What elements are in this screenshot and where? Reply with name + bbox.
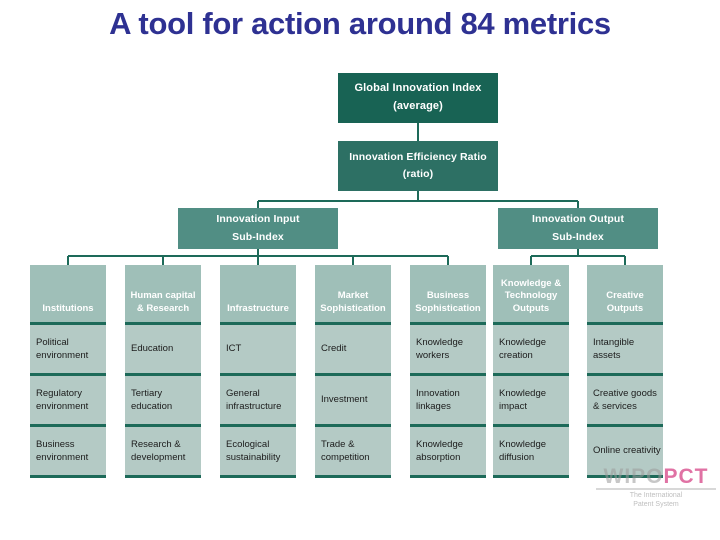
node-line-1: Innovation Output [531, 213, 625, 226]
sub-pillar-item[interactable]: Knowledge impact [493, 376, 569, 427]
sub-pillar-item[interactable]: Intangible assets [587, 325, 663, 376]
node-line-2: Sub-Index [552, 230, 604, 243]
sub-pillar-item[interactable]: ICT [220, 325, 296, 376]
pillar-column-knowledge-technology-outputs: Knowledge & Technology Outputs Knowledge… [493, 265, 569, 478]
node-global-innovation-index[interactable]: Global Innovation Index (average) [338, 73, 498, 123]
sub-pillar-item[interactable]: Investment [315, 376, 391, 427]
sub-pillar-item[interactable]: Tertiary education [125, 376, 201, 427]
pillar-column-business-sophistication: Business Sophistication Knowledge worker… [410, 265, 486, 478]
sub-pillar-item[interactable]: General infrastructure [220, 376, 296, 427]
pillar-header[interactable]: Business Sophistication [410, 265, 486, 325]
pillar-column-infrastructure: Infrastructure ICT General infrastructur… [220, 265, 296, 478]
node-line-2: (ratio) [402, 168, 434, 180]
sub-pillar-item[interactable]: Regulatory environment [30, 376, 106, 427]
pillar-header[interactable]: Creative Outputs [587, 265, 663, 325]
pillar-header[interactable]: Human capital & Research [125, 265, 201, 325]
sub-pillar-item[interactable]: Trade & competition [315, 427, 391, 478]
page-title: A tool for action around 84 metrics [109, 6, 611, 41]
sub-pillar-item[interactable]: Innovation linkages [410, 376, 486, 427]
sub-pillar-item[interactable]: Knowledge workers [410, 325, 486, 376]
pillar-column-human-capital-research: Human capital & Research Education Terti… [125, 265, 201, 478]
sub-pillar-item[interactable]: Ecological sustainability [220, 427, 296, 478]
sub-pillar-item[interactable]: Online creativity [587, 427, 663, 478]
pillar-header[interactable]: Institutions [30, 265, 106, 325]
sub-pillar-item[interactable]: Business environment [30, 427, 106, 478]
pillar-header[interactable]: Market Sophistication [315, 265, 391, 325]
pillar-header[interactable]: Infrastructure [220, 265, 296, 325]
node-line-2: Sub-Index [232, 230, 284, 243]
sub-pillar-item[interactable]: Knowledge absorption [410, 427, 486, 478]
pillar-column-market-sophistication: Market Sophistication Credit Investment … [315, 265, 391, 478]
node-line-1: Innovation Input [216, 213, 300, 226]
sub-pillar-item[interactable]: Research & development [125, 427, 201, 478]
node-innovation-efficiency-ratio[interactable]: Innovation Efficiency Ratio (ratio) [338, 141, 498, 191]
pillar-header[interactable]: Knowledge & Technology Outputs [493, 265, 569, 325]
sub-pillar-item[interactable]: Credit [315, 325, 391, 376]
node-line-1: Innovation Efficiency Ratio [349, 150, 487, 163]
pillar-column-creative-outputs: Creative Outputs Intangible assets Creat… [587, 265, 663, 478]
sub-pillar-item[interactable]: Knowledge diffusion [493, 427, 569, 478]
sub-pillar-item[interactable]: Knowledge creation [493, 325, 569, 376]
node-innovation-output-sub-index[interactable]: Innovation Output Sub-Index [498, 208, 658, 249]
node-line-2: (average) [393, 100, 443, 112]
sub-pillar-item[interactable]: Education [125, 325, 201, 376]
node-line-1: Global Innovation Index [354, 82, 482, 95]
node-innovation-input-sub-index[interactable]: Innovation Input Sub-Index [178, 208, 338, 249]
sub-pillar-item[interactable]: Political environment [30, 325, 106, 376]
sub-pillar-item[interactable]: Creative goods & services [587, 376, 663, 427]
pillar-column-institutions: Institutions Political environment Regul… [30, 265, 106, 478]
